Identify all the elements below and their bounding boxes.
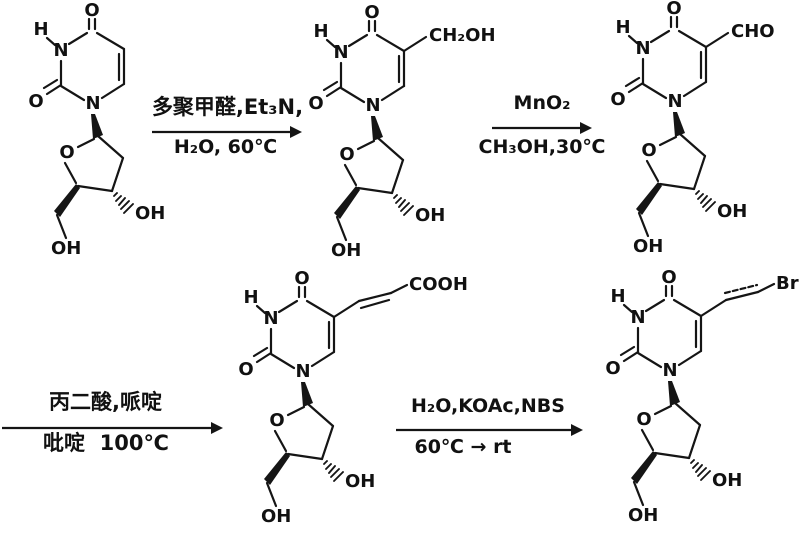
structure-5-carboxyvinyl-deoxyuridine: COOH bbox=[237, 266, 468, 529]
vinyl-double-bond bbox=[359, 298, 391, 310]
bond bbox=[332, 299, 361, 319]
arrow-head bbox=[211, 422, 223, 434]
reagents-above-arrow-3: 丙二酸,哌啶 bbox=[49, 390, 162, 414]
conditions-below-arrow-3: 吡啶 100℃ bbox=[43, 431, 169, 455]
arrow-head bbox=[290, 126, 302, 138]
nucleoside-skeleton bbox=[604, 265, 744, 528]
structure-5-bromovinyl-deoxyuridine: Br bbox=[604, 265, 799, 528]
arrow-head bbox=[571, 424, 583, 436]
reaction-arrow-4 bbox=[396, 424, 583, 436]
hydroxymethyl-label: CH₂OH bbox=[429, 25, 496, 46]
nucleoside-skeleton bbox=[237, 266, 377, 529]
reaction-arrow-1 bbox=[152, 126, 302, 138]
reaction-arrow-3 bbox=[2, 422, 223, 434]
nucleoside-skeleton bbox=[27, 0, 167, 261]
vinyl-double-bond bbox=[357, 291, 393, 303]
bond bbox=[699, 298, 728, 318]
bond bbox=[704, 31, 730, 49]
structure-5-hydroxymethyl-deoxyuridine: CH₂OH bbox=[307, 0, 496, 263]
bond bbox=[389, 283, 409, 295]
conditions-below-arrow-4: 60℃ → rt bbox=[414, 436, 512, 458]
bond bbox=[402, 35, 428, 53]
nucleoside-skeleton bbox=[609, 0, 749, 259]
structure-5-formyl-deoxyuridine: CHO bbox=[609, 0, 775, 259]
vinyl-double-bond-dashed bbox=[723, 283, 759, 295]
reagents-above-arrow-4: H₂O,KOAc,NBS bbox=[411, 395, 565, 417]
formyl-label: CHO bbox=[731, 21, 775, 42]
vinyl-double-bond bbox=[724, 290, 760, 302]
conditions-below-arrow-2: CH₃OH,30℃ bbox=[478, 136, 606, 158]
nucleoside-skeleton bbox=[307, 0, 447, 263]
conditions-below-arrow-1: H₂O, 60℃ bbox=[173, 136, 278, 158]
carboxyl-label: COOH bbox=[409, 274, 468, 295]
bond bbox=[756, 282, 776, 294]
reaction-arrow-2 bbox=[492, 122, 592, 134]
bromo-label: Br bbox=[776, 273, 799, 294]
arrow-head bbox=[580, 122, 592, 134]
reagents-above-arrow-1: 多聚甲醛,Et₃N, bbox=[151, 95, 304, 119]
reagents-above-arrow-2: MnO₂ bbox=[513, 92, 571, 114]
